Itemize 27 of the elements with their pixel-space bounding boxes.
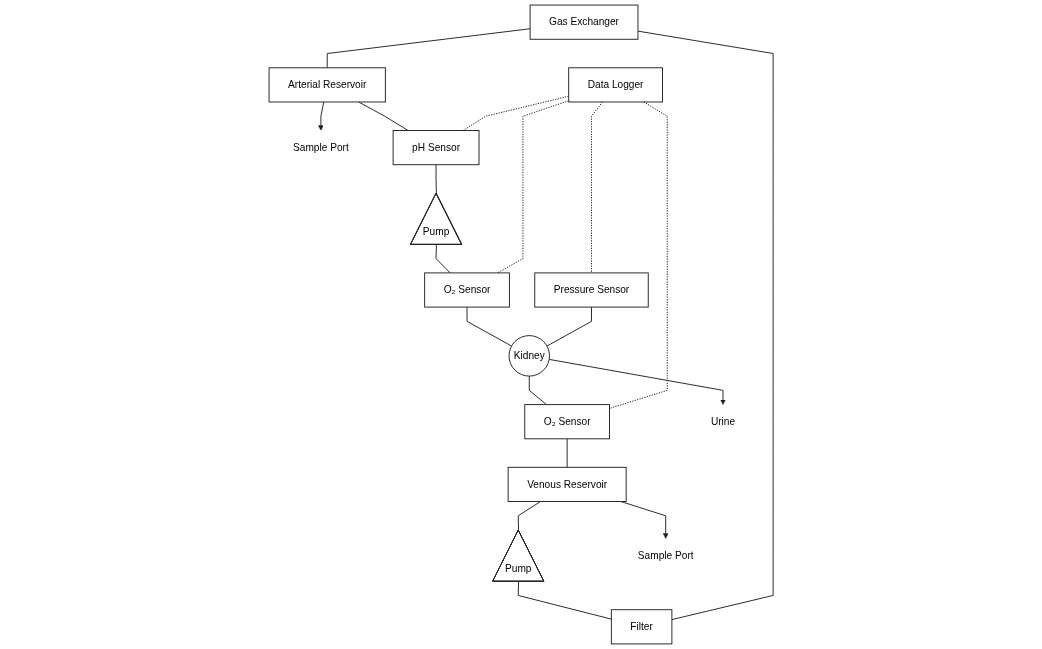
connector: [637, 30, 774, 621]
node-box: O₂ Sensor: [424, 272, 510, 308]
node-box: Gas Exchanger: [529, 4, 639, 40]
node-text: Urine: [710, 416, 736, 427]
node-box: O₂ Sensor: [524, 404, 610, 440]
connector: [326, 28, 531, 69]
node-box: Filter: [610, 609, 673, 645]
node-box: Pressure Sensor: [534, 272, 649, 308]
connector: [517, 581, 612, 620]
node-text: Sample Port: [292, 141, 349, 153]
connector: [466, 306, 512, 347]
connector: [462, 95, 570, 131]
node-text: Sample Port: [637, 549, 694, 561]
connector: [435, 244, 451, 274]
node-box: Arterial Reservoir: [268, 67, 386, 103]
connector: [566, 438, 568, 468]
connector: [358, 101, 409, 131]
node-box: pH Sensor: [392, 130, 480, 166]
node-circle: Kidney: [508, 335, 550, 377]
node-box: Data Logger: [568, 67, 663, 103]
connector: [528, 375, 547, 406]
connector: [546, 306, 592, 347]
node-box: Venous Reservoir: [507, 466, 627, 502]
connector: [435, 164, 437, 194]
connector: [590, 101, 603, 274]
connector: [608, 101, 668, 409]
connector: [517, 501, 541, 531]
